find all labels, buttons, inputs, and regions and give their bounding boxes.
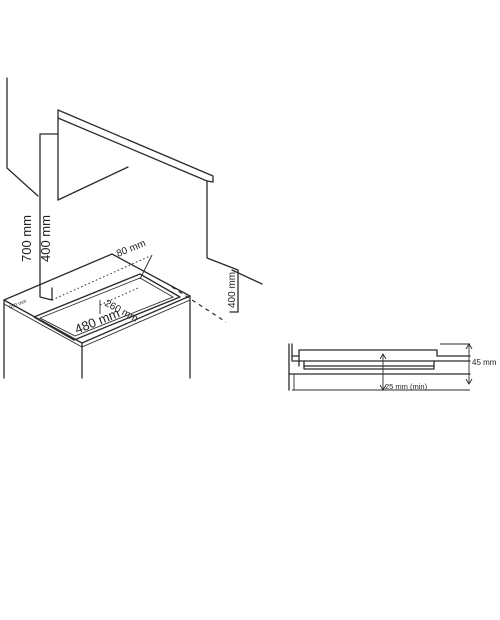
isometric-view bbox=[3, 77, 263, 379]
hob-cutout bbox=[33, 273, 181, 341]
dim-400-wall-label: 400 mm bbox=[38, 215, 53, 262]
dim-700-label: 700 mm bbox=[19, 215, 34, 262]
overhead-cabinet bbox=[57, 109, 263, 313]
section-view bbox=[288, 343, 473, 391]
dim-80-label: 80 mm bbox=[115, 238, 147, 260]
base-cabinet bbox=[3, 253, 191, 379]
dim-45-label: 45 mm bbox=[472, 358, 497, 367]
cabinet-clearance-line bbox=[39, 133, 59, 301]
side-clearance-dashed-line bbox=[171, 286, 227, 323]
wall-reference-line bbox=[6, 77, 39, 197]
dim-400-side-label: 400 mm bbox=[227, 272, 238, 308]
dim-480-label: 480 mm bbox=[73, 305, 122, 337]
dim-25-label: 25 mm (min) bbox=[385, 382, 428, 391]
dim-50-label: 050 mm bbox=[9, 299, 28, 311]
